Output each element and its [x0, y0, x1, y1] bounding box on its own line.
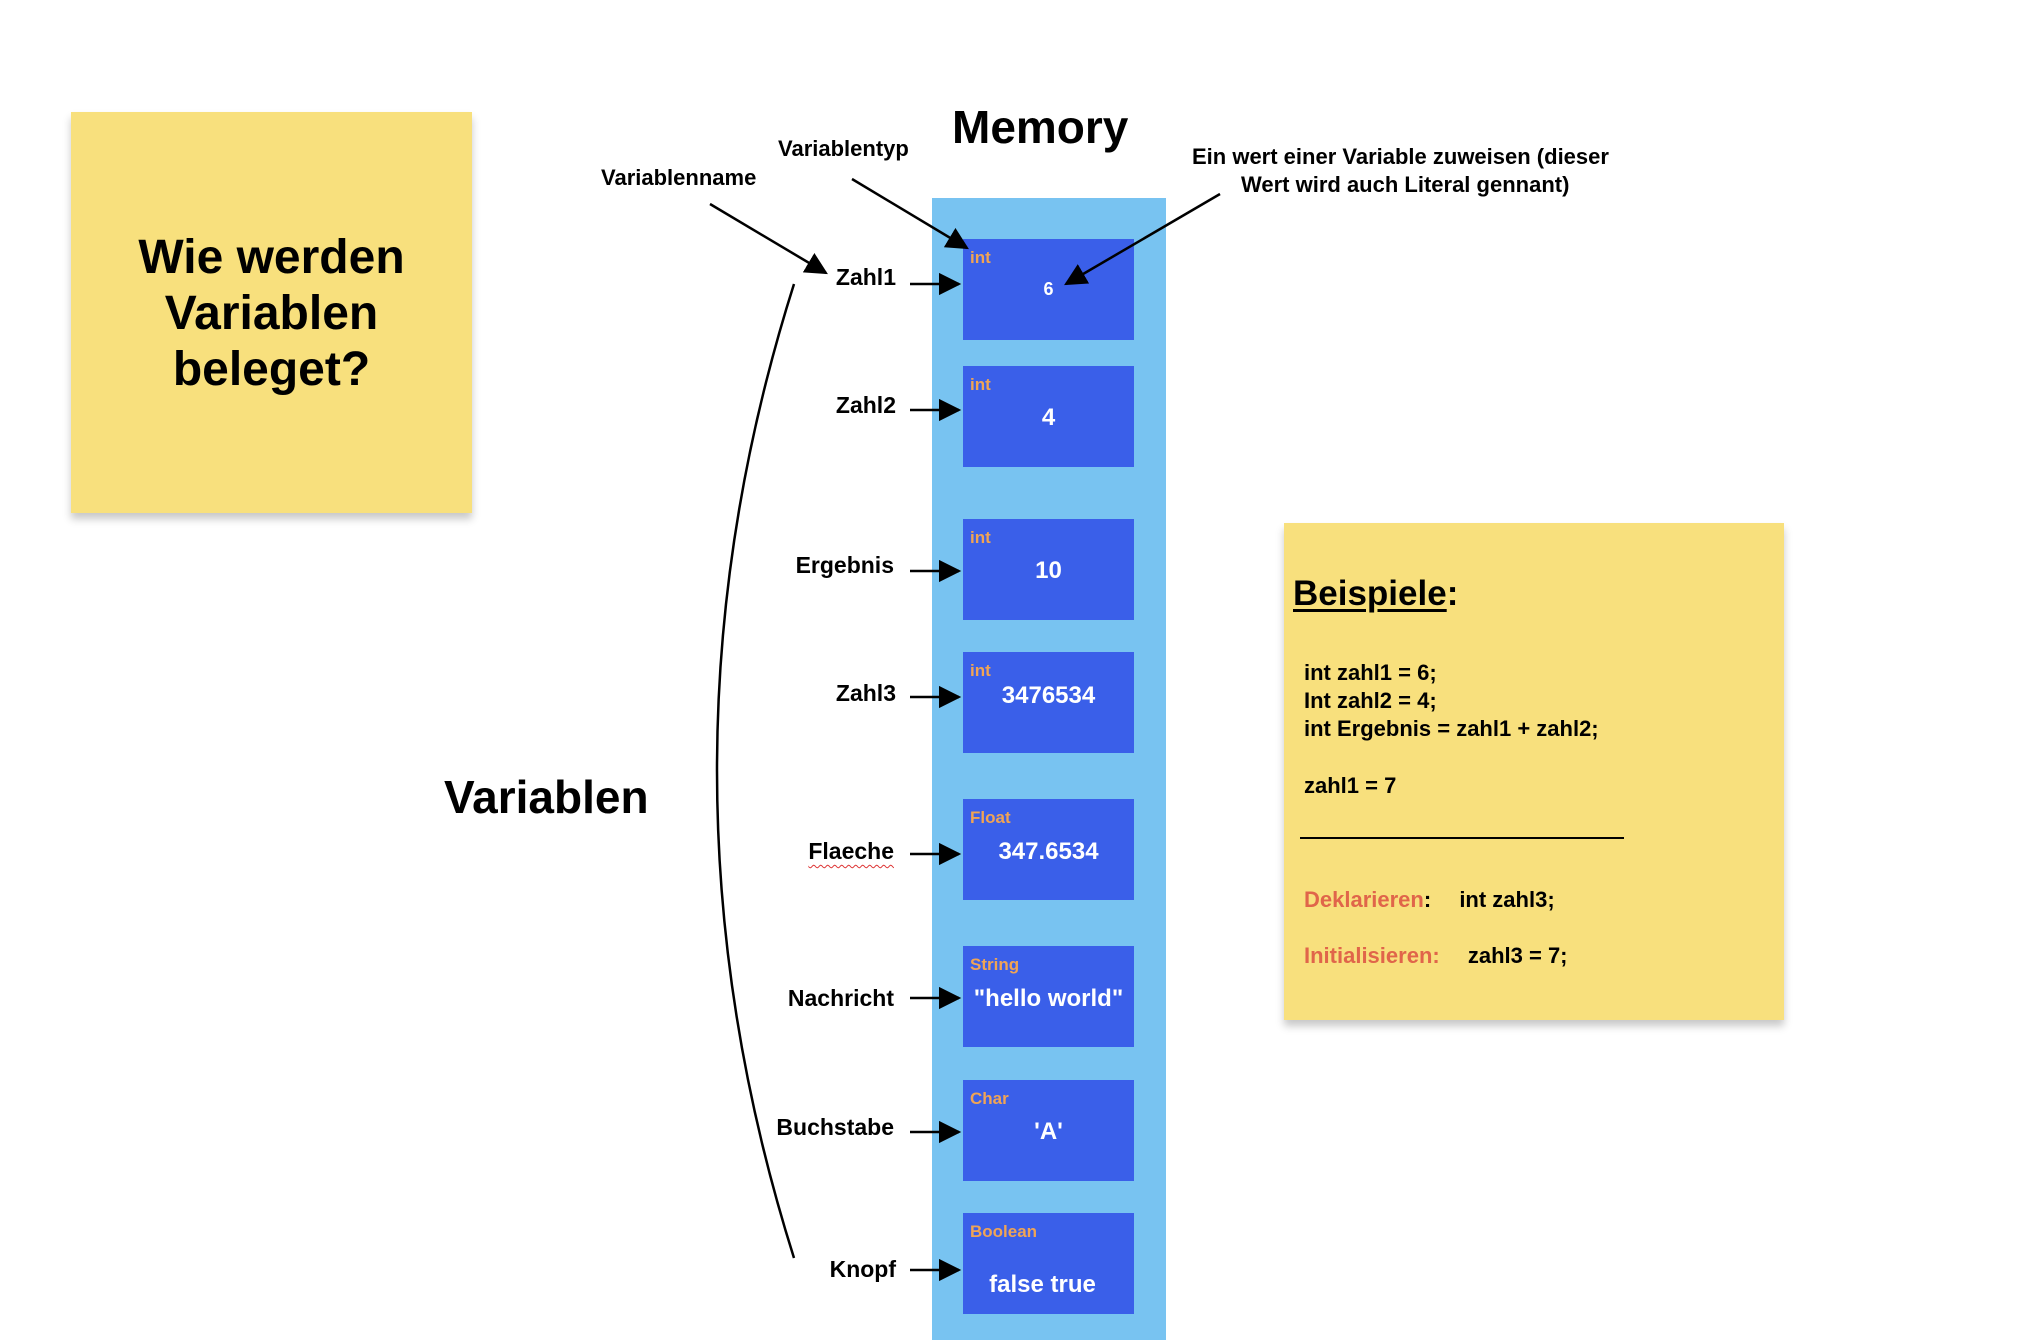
code-line: Int zahl2 = 4; — [1304, 688, 1437, 713]
question-line: Wie werden — [138, 231, 405, 284]
question-sticky-note[interactable]: Wie werden Variablen beleget? — [71, 112, 472, 513]
cell-value: "hello world" — [973, 985, 1124, 1012]
memory-cell-knopf[interactable]: Boolean false true — [963, 1213, 1134, 1314]
memory-cell-zahl3[interactable]: int 3476534 — [963, 652, 1134, 753]
init-code: zahl3 = 7; — [1467, 943, 1568, 968]
examples-heading-text: Beispiele — [1293, 574, 1447, 613]
var-name-ergebnis: Ergebnis — [795, 552, 894, 578]
memory-title: Memory — [952, 101, 1129, 153]
cell-value: 10 — [1035, 557, 1062, 584]
init-label: Initialisieren: — [1304, 943, 1440, 968]
cell-value: 3476534 — [1001, 682, 1096, 709]
declare-row: Deklarieren: int zahl3; — [1304, 887, 1555, 913]
var-name-knopf: Knopf — [829, 1256, 896, 1282]
init-row: Initialisieren: zahl3 = 7; — [1304, 943, 1568, 969]
declare-code: int zahl3; — [1459, 887, 1555, 912]
memory-cell-zahl1[interactable]: int 6 — [963, 239, 1134, 340]
var-name-nachricht: Nachricht — [787, 985, 894, 1011]
cell-type-label: Boolean — [970, 1222, 1038, 1241]
literal-annotation-line1: Ein wert einer Variable zuweisen (dieser — [1192, 144, 1609, 169]
var-name-flaeche: Flaeche — [808, 838, 894, 864]
cell-value: 'A' — [1034, 1118, 1063, 1145]
variablenname-label: Variablenname — [601, 165, 757, 190]
arrow-literal — [1064, 192, 1221, 286]
cell-type-label: int — [970, 661, 991, 680]
memory-cell-flaeche[interactable]: Float 347.6534 — [963, 799, 1134, 900]
cell-type-label: int — [970, 375, 991, 394]
literal-annotation-line2: Wert wird auch Literal gennant) — [1241, 172, 1570, 197]
cell-value: 347.6534 — [998, 838, 1099, 865]
cell-type-label: int — [970, 528, 991, 547]
var-name-zahl1: Zahl1 — [835, 264, 896, 290]
arrow-variablenname — [709, 202, 828, 275]
var-name-zahl3: Zahl3 — [835, 680, 896, 706]
cell-type-label: int — [970, 248, 991, 267]
question-text: Wie werden Variablen beleget? — [71, 230, 472, 398]
examples-divider — [1300, 837, 1624, 839]
cell-value: 4 — [1041, 404, 1056, 431]
memory-cell-zahl2[interactable]: int 4 — [963, 366, 1134, 467]
var-name-buchstabe: Buchstabe — [776, 1114, 894, 1140]
arrow-variablentyp — [851, 177, 969, 250]
code-line: int Ergebnis = zahl1 + zahl2; — [1304, 716, 1599, 741]
variablen-brace-curve — [715, 283, 796, 1259]
examples-sticky-note[interactable] — [1284, 523, 1784, 1020]
examples-heading-colon: : — [1446, 574, 1459, 613]
variablentyp-label: Variablentyp — [778, 136, 909, 161]
question-line: Variablen — [164, 287, 379, 340]
var-name-zahl2: Zahl2 — [835, 392, 896, 418]
cell-value: false true — [989, 1271, 1096, 1298]
variablen-group-label: Variablen — [444, 771, 649, 823]
memory-cell-ergebnis[interactable]: int 10 — [963, 519, 1134, 620]
question-line: beleget? — [172, 343, 371, 396]
cell-type-label: Char — [970, 1089, 1009, 1108]
examples-heading: Beispiele: — [1293, 574, 1458, 614]
declare-label: Deklarieren — [1304, 887, 1424, 912]
memory-cell-nachricht[interactable]: String "hello world" — [963, 946, 1134, 1047]
code-line: int zahl1 = 6; — [1304, 660, 1437, 685]
cell-type-label: Float — [970, 808, 1011, 827]
cell-type-label: String — [970, 955, 1020, 974]
cell-value: 6 — [1043, 279, 1054, 299]
code-line: zahl1 = 7 — [1304, 773, 1397, 798]
memory-cell-buchstabe[interactable]: Char 'A' — [963, 1080, 1134, 1181]
declare-colon: : — [1423, 887, 1432, 912]
